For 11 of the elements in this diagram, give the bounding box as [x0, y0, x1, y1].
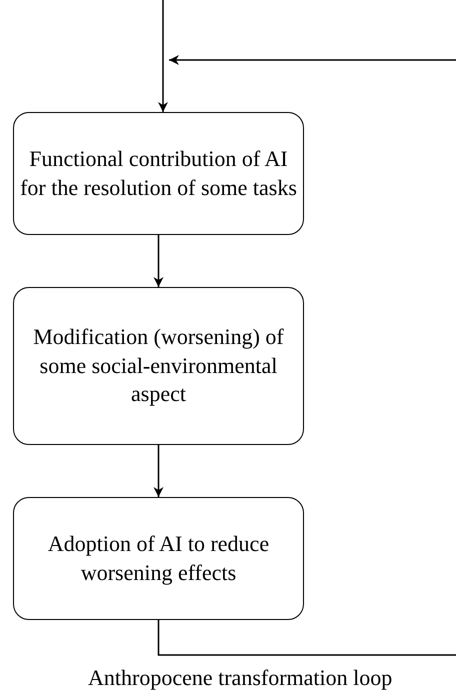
- arrow: [158, 55, 456, 656]
- arrow: [154, 235, 164, 287]
- box-text: Functional contribution of AI for the resolution of some tasks: [20, 144, 297, 202]
- arrow: [154, 445, 164, 497]
- process-box: [13, 112, 304, 235]
- box-text: Modification (worsening) of some social-environmental aspect: [32, 323, 285, 408]
- process-box: [13, 497, 304, 620]
- box-text: Adoption of AI to reduce worsening effects: [46, 530, 270, 587]
- arrow: [158, 0, 168, 112]
- caption: Anthropocene transformation loop: [88, 665, 392, 691]
- process-box: [13, 287, 304, 445]
